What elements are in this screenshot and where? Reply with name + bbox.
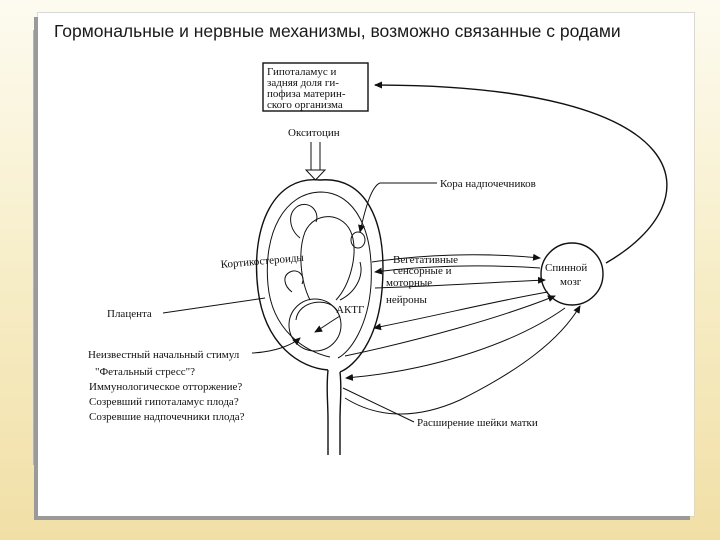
- corticosteroids-label: Кортикостероиды: [220, 252, 305, 271]
- cervix: [326, 369, 342, 455]
- spinal-cord: Спинной мозг: [540, 242, 604, 306]
- neurons-line-1: Вегетативные: [393, 254, 458, 266]
- hypothesis-3: Созревший гипоталамус плода?: [89, 396, 239, 408]
- spinal-to-hypothalamus-arrow: [374, 81, 668, 264]
- hypothalamus-line-1: Гипоталамус и: [267, 66, 336, 78]
- hypothalamus-line-2: задняя доля ги-: [267, 77, 339, 89]
- slide: Гормональные и нервные механизмы, возмож…: [38, 13, 694, 516]
- slide-edge-bar: [33, 30, 38, 465]
- spinal-cord-line-2: мозг: [560, 276, 582, 288]
- unknown-stimulus-label: Неизвестный начальный стимул: [88, 349, 240, 361]
- cervix-to-spinal-arrow: [344, 305, 581, 415]
- neurons-line-4: нейроны: [386, 294, 428, 306]
- cervix-dilation-pointer: [342, 387, 415, 423]
- placenta-label: Плацента: [107, 308, 152, 320]
- cervix-dilation-label: Расширение шейки матки: [417, 417, 538, 429]
- oxytocin-arrow: [304, 142, 327, 181]
- hypothesis-4: Созревшие надпочечники плода?: [89, 411, 245, 423]
- hypotheses-list: "Фетальный стресс"? Иммунологическое отт…: [89, 366, 245, 423]
- hypothalamus-line-4: ского организма: [267, 99, 343, 111]
- acth-label: АКТГ: [336, 304, 364, 316]
- fetus: [284, 204, 366, 352]
- spinal-cord-line-1: Спинной: [545, 262, 587, 274]
- stimulus-arrow: [251, 337, 301, 354]
- hypothesis-1: "Фетальный стресс"?: [95, 366, 195, 378]
- neuron-arrows: [344, 253, 566, 381]
- acth-arrow: [314, 315, 341, 333]
- hypothesis-2: Иммунологическое отторжение?: [89, 381, 242, 393]
- hypothalamus-box: Гипоталамус и задняя доля ги- пофиза мат…: [262, 62, 369, 112]
- page-title: Гормональные и нервные механизмы, возмож…: [54, 21, 621, 41]
- adrenal-cortex-pointer: [358, 182, 437, 233]
- hypothalamus-line-3: пофиза материн-: [267, 88, 346, 100]
- adrenal-cortex-label: Кора надпочечников: [440, 178, 536, 190]
- placenta-pointer: [162, 297, 266, 314]
- uterus: [255, 179, 384, 373]
- oxytocin-label: Окситоцин: [288, 127, 340, 139]
